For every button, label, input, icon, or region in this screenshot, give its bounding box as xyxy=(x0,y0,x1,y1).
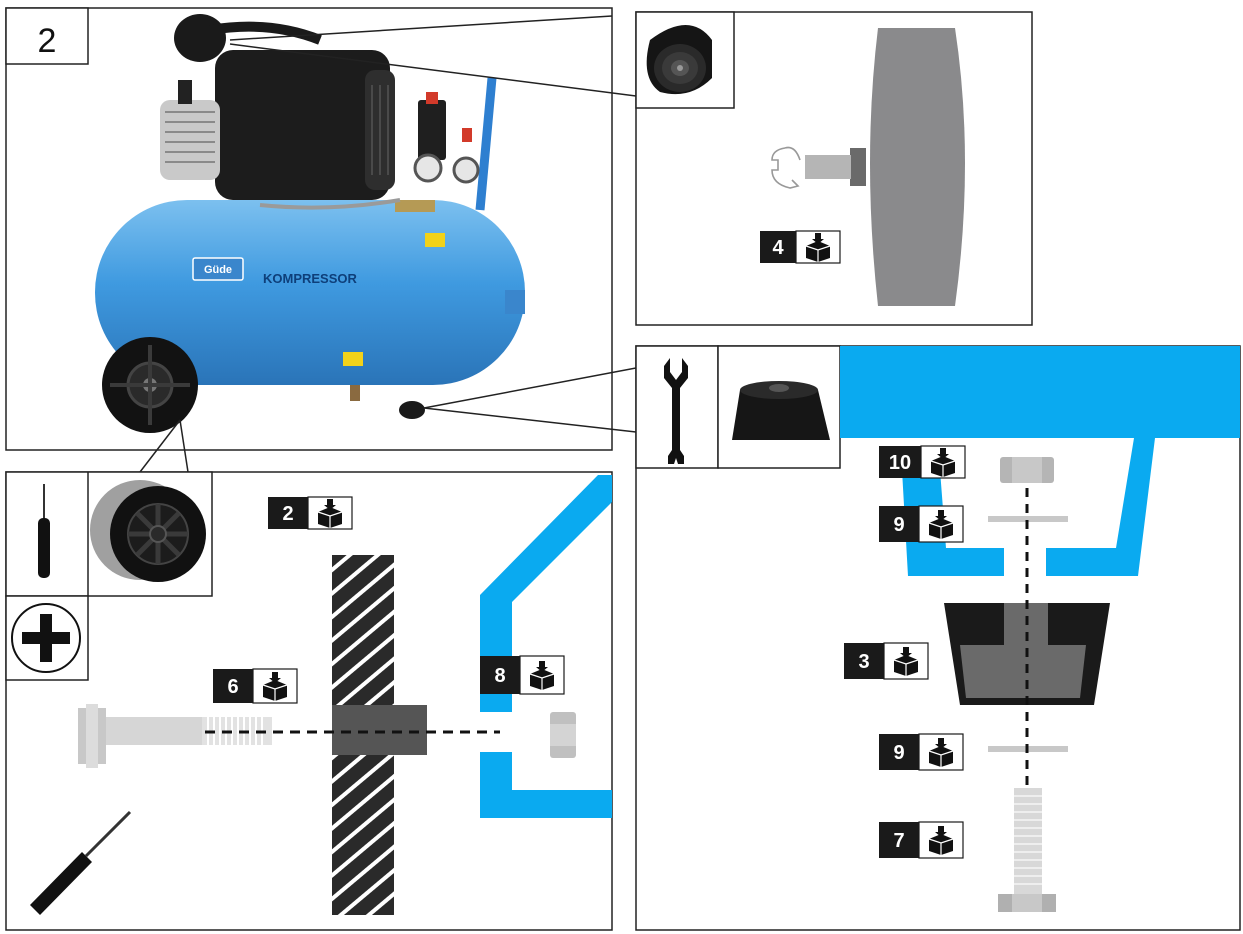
package-box-icon xyxy=(925,446,961,478)
panel-air-filter: 4 xyxy=(635,11,1033,326)
brand-plate xyxy=(192,257,244,281)
pump-head xyxy=(160,100,220,180)
package-box-icon xyxy=(923,824,959,856)
package-box-icon xyxy=(923,736,959,768)
filter-thread-stud xyxy=(805,155,851,179)
package-box-icon xyxy=(923,508,959,540)
part-number-2: 2 xyxy=(282,503,293,525)
package-box-icon xyxy=(800,231,836,263)
rubber-foot-photo-detail xyxy=(732,381,830,440)
air-tank xyxy=(95,200,525,385)
screw-in-arrow-icon xyxy=(771,146,801,189)
pressure-gauge-right xyxy=(452,156,480,184)
package-box-icon xyxy=(257,670,293,702)
nut-8 xyxy=(550,712,576,758)
part-label-2: 2 xyxy=(268,496,353,530)
package-box-icon xyxy=(524,659,560,691)
part-number-8: 8 xyxy=(494,665,505,687)
part-label-7: 7 xyxy=(879,821,964,859)
part-number-10: 10 xyxy=(889,452,911,474)
pressure-gauge-left xyxy=(413,153,443,183)
phillips-cross-icon xyxy=(11,603,81,673)
filter-thread-collar xyxy=(850,148,866,186)
part-label-4: 4 xyxy=(760,230,841,264)
part-label-9-upper: 9 xyxy=(879,505,964,543)
motor-housing xyxy=(215,50,390,200)
screwdriver-tool xyxy=(30,810,132,915)
part-number-7: 7 xyxy=(893,830,904,852)
part-number-9-upper: 9 xyxy=(893,514,904,536)
wheel-photo-detail xyxy=(90,480,206,582)
rubber-foot-photo xyxy=(399,401,425,419)
part-number-3: 3 xyxy=(858,651,869,673)
pressure-switch xyxy=(418,100,446,160)
wheel-bracket xyxy=(480,475,612,818)
air-filter xyxy=(174,14,226,62)
wrench-icon xyxy=(664,358,688,464)
part-number-6: 6 xyxy=(227,676,238,698)
air-filter-photo xyxy=(646,25,712,95)
package-box-icon xyxy=(312,497,348,529)
package-box-icon xyxy=(888,645,924,677)
step-number-box xyxy=(5,7,89,65)
part-number-4: 4 xyxy=(772,237,784,259)
part-number-9-lower: 9 xyxy=(893,742,904,764)
brand-label: Güde xyxy=(204,264,232,276)
part-label-6: 6 xyxy=(213,668,298,704)
part-label-3: 3 xyxy=(844,642,929,680)
wheel-hub-sleeve xyxy=(332,705,427,755)
model-label: KOMPRESSOR xyxy=(263,271,358,286)
compressor-illustration: Güde KOMPRESSOR xyxy=(95,14,525,433)
bolt-7 xyxy=(998,788,1056,912)
washer-9-upper xyxy=(988,516,1068,522)
panel-compressor: 2 xyxy=(5,7,637,473)
screwdriver-icon xyxy=(38,484,50,578)
part-label-10: 10 xyxy=(879,445,966,479)
tank-foot-bracket xyxy=(840,346,1240,576)
part-label-8: 8 xyxy=(480,655,565,695)
part-label-9-lower: 9 xyxy=(879,733,964,771)
panel-wheel: 2 6 8 xyxy=(5,471,613,931)
air-filter-body xyxy=(870,28,965,306)
step-number: 2 xyxy=(38,22,57,60)
panel-rubber-foot: 10 9 3 9 7 xyxy=(635,345,1241,931)
